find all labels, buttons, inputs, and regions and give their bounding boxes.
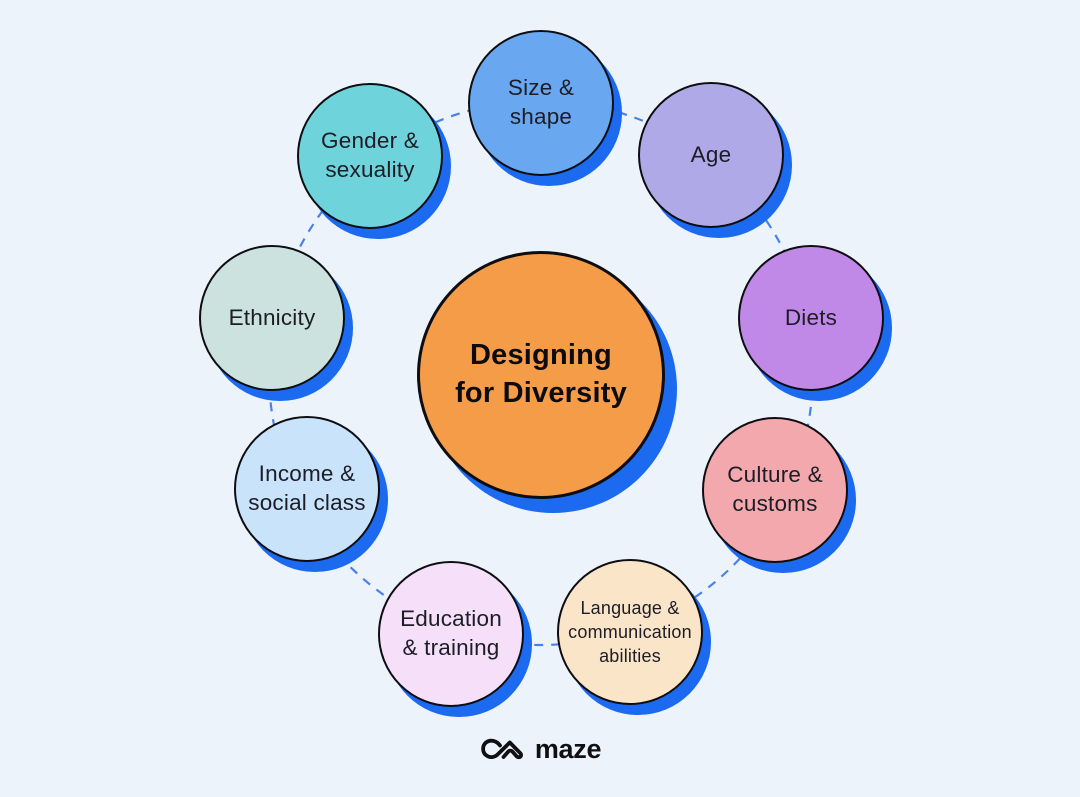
satellite-label-ethnicity: Ethnicity bbox=[228, 304, 316, 330]
satellite-circle-culture-customs: Culture & customs bbox=[702, 417, 848, 563]
satellite-label-language-communication: Language & communication abilities bbox=[568, 597, 692, 667]
satellite-label-culture-customs: Culture & customs bbox=[727, 462, 823, 516]
satellite-label-gender-sexuality: Gender & sexuality bbox=[321, 128, 419, 182]
brand-footer: maze bbox=[0, 726, 1080, 772]
satellite-label-education-training: Education & training bbox=[400, 606, 502, 660]
satellite-label-age: Age bbox=[690, 141, 732, 167]
satellite-circle-size-shape: Size & shape bbox=[468, 30, 614, 176]
satellite-circle-income-social-class: Income & social class bbox=[234, 416, 380, 562]
brand-wordmark: maze bbox=[534, 733, 602, 764]
satellite-circle-education-training: Education & training bbox=[378, 561, 524, 707]
satellite-label-size-shape: Size & shape bbox=[507, 75, 575, 129]
satellite-circle-age: Age bbox=[638, 82, 784, 228]
satellite-circle-language-communication: Language & communication abilities bbox=[557, 559, 703, 705]
satellite-circle-diets: Diets bbox=[738, 245, 884, 391]
satellite-circle-gender-sexuality: Gender & sexuality bbox=[297, 83, 443, 229]
center-circle-designing-for-diversity: Designing for Diversity bbox=[417, 251, 665, 499]
satellite-circle-ethnicity: Ethnicity bbox=[199, 245, 345, 391]
center-circle-label: Designing for Diversity bbox=[455, 339, 627, 409]
maze-logo-icon bbox=[481, 738, 523, 759]
satellite-label-diets: Diets bbox=[784, 304, 838, 330]
satellite-label-income-social-class: Income & social class bbox=[248, 461, 366, 515]
